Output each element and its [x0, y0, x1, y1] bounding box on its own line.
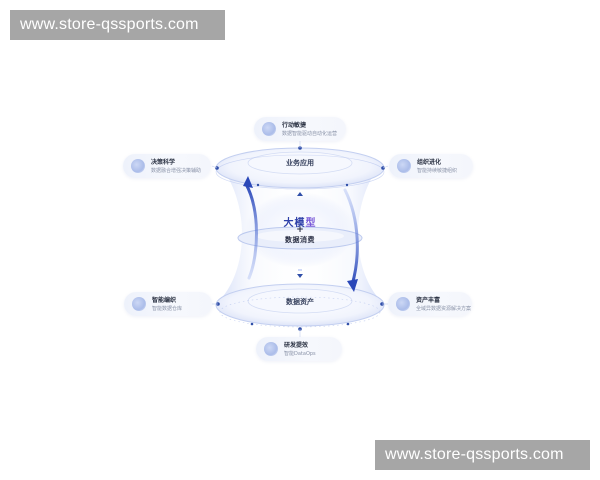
card-smart-weaving: 智能编织 智能数据仓库: [124, 292, 212, 316]
globe-icon: [132, 297, 146, 311]
card-subtitle: 全域异数据资源解决方案: [416, 306, 472, 312]
card-subtitle: 智能数据仓库: [152, 306, 183, 312]
card-subtitle: 智能DataOps: [284, 351, 316, 357]
sphere-icon: [397, 159, 411, 173]
card-org-evolution: 组织进化 智能持续敏捷组织: [389, 154, 473, 178]
card-rd-efficiency: 研发提效 智能DataOps: [256, 337, 342, 361]
card-title: 组织进化: [417, 159, 442, 166]
card-action-agility: 行动敏捷 数据智能驱动自动化运营: [254, 117, 346, 141]
watermark-top: www.store-qssports.com: [10, 10, 225, 40]
card-title: 决策科学: [151, 159, 176, 166]
card-asset-richness: 资产丰富 全域异数据资源解决方案: [388, 292, 472, 316]
watermark-bottom: www.store-qssports.com: [375, 440, 590, 470]
card-title: 智能编织: [152, 297, 177, 304]
card-decision-science: 决策科学 数据融合增强决策辅助: [123, 154, 211, 178]
lightning-icon: [264, 342, 278, 356]
card-subtitle: 智能持续敏捷组织: [417, 168, 458, 174]
card-subtitle: 数据智能驱动自动化运营: [282, 131, 338, 137]
cube-icon: [396, 297, 410, 311]
card-subtitle: 数据融合增强决策辅助: [151, 168, 202, 174]
card-title: 研发提效: [284, 342, 309, 349]
card-title: 资产丰富: [416, 297, 441, 304]
rocket-icon: [262, 122, 276, 136]
card-title: 行动敏捷: [282, 122, 307, 129]
link-icon: [131, 159, 145, 173]
